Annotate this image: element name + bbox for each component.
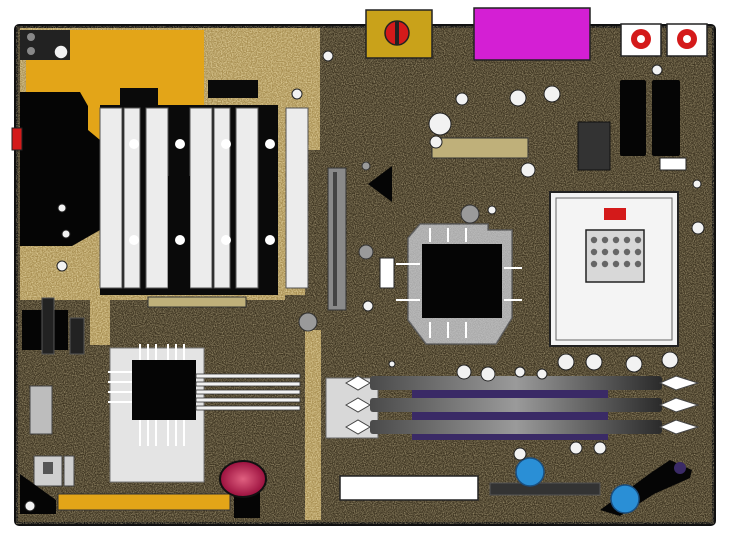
- fan-header-icon: [33, 455, 75, 487]
- southbridge-chip-icon: [108, 344, 205, 483]
- label-sticker: [339, 475, 479, 501]
- io-red-tab: [11, 127, 23, 151]
- northbridge-chip-icon: [396, 223, 522, 345]
- blue-capacitor: [515, 457, 545, 487]
- memory-slot-icon: [325, 375, 700, 440]
- voltage-regulator-block: [620, 80, 646, 156]
- io-panel-cover: [20, 92, 100, 246]
- pci-slot-beige: [431, 137, 529, 159]
- heatsink: [99, 80, 309, 308]
- jumper-label: [379, 257, 395, 289]
- usb-header: [22, 297, 85, 355]
- corner-screw-block: [20, 30, 70, 60]
- capacitor-icon: [219, 460, 267, 518]
- cpu-socket-icon: [549, 191, 679, 347]
- small-chip: [577, 121, 611, 171]
- arrow-marker: [368, 166, 392, 202]
- bus-traces: [195, 373, 301, 411]
- battery-holder: [29, 385, 53, 435]
- parallel-port-header: [473, 7, 591, 61]
- mounting-hole-icon: [24, 500, 36, 512]
- audio-header: [365, 9, 433, 59]
- blue-capacitor: [610, 484, 640, 514]
- ide-connector: [57, 493, 231, 511]
- power-connector-bracket: [600, 460, 692, 516]
- voltage-regulator-block: [652, 80, 680, 156]
- rca-jack-icon: [666, 23, 708, 57]
- rca-jack-icon: [620, 23, 662, 57]
- mounting-hole-icon: [53, 44, 69, 60]
- grey-standoffs: [298, 161, 480, 332]
- board-holes: [56, 50, 705, 461]
- agp-slot: [327, 167, 347, 311]
- jumper-label: [659, 157, 687, 171]
- floppy-connector: [489, 482, 601, 496]
